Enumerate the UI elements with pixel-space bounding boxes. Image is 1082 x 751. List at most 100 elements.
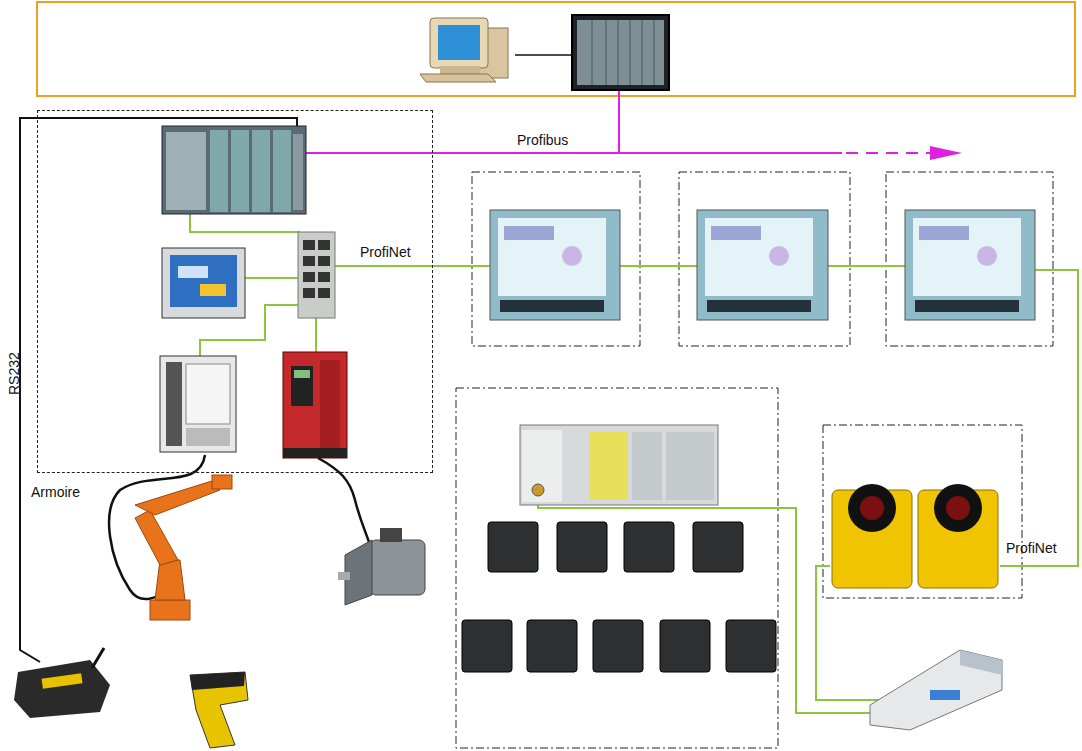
plc-rack bbox=[572, 15, 669, 90]
computer bbox=[420, 18, 508, 82]
plc bbox=[162, 126, 306, 214]
robot-controller bbox=[186, 364, 230, 424]
rfid-reader bbox=[488, 522, 538, 572]
operator-panel bbox=[200, 284, 226, 296]
rs232-wire bbox=[20, 118, 297, 662]
servo-drive bbox=[283, 352, 347, 458]
profibus-wire bbox=[618, 90, 620, 153]
rfid-reader bbox=[726, 620, 776, 672]
servo-drive bbox=[294, 370, 310, 378]
vision-camera bbox=[832, 490, 912, 588]
plc bbox=[273, 130, 291, 212]
valve-terminal bbox=[870, 650, 1002, 730]
industrial-robot bbox=[212, 475, 232, 489]
cable bbox=[109, 455, 205, 599]
robot-controller bbox=[160, 356, 236, 452]
device-enclosure bbox=[472, 172, 640, 346]
plc bbox=[162, 126, 306, 214]
network-switch bbox=[303, 256, 315, 266]
network-switch bbox=[318, 256, 330, 266]
rfid-reader bbox=[557, 522, 607, 572]
cable bbox=[318, 458, 370, 545]
industrial-robot bbox=[135, 475, 232, 620]
profinet-wire bbox=[315, 318, 317, 352]
touch-panel bbox=[697, 210, 828, 320]
touch-panel bbox=[500, 300, 604, 312]
touch-panel bbox=[919, 226, 969, 240]
io-module bbox=[632, 432, 662, 500]
network-switch bbox=[298, 232, 335, 318]
bus-label: Profibus bbox=[517, 132, 568, 148]
supervision-band bbox=[37, 2, 1075, 96]
profinet-wire bbox=[190, 214, 300, 232]
robot-controller bbox=[160, 356, 236, 452]
link-label: RS232 bbox=[6, 352, 22, 395]
touch-panel bbox=[498, 218, 606, 296]
device-enclosure bbox=[823, 425, 1022, 598]
rfid-reader bbox=[693, 522, 743, 572]
rfid-reader bbox=[624, 522, 674, 572]
touch-panel bbox=[707, 300, 811, 312]
plc-rack bbox=[592, 20, 654, 85]
profinet-wire bbox=[828, 265, 905, 267]
vision-camera bbox=[934, 484, 982, 532]
supervision-band bbox=[37, 2, 1075, 96]
touch-panel bbox=[504, 226, 554, 240]
touch-panel bbox=[490, 210, 620, 320]
servo-motor bbox=[370, 540, 425, 595]
io-module bbox=[666, 432, 714, 500]
servo-motor bbox=[380, 528, 402, 542]
servo-drive bbox=[283, 448, 347, 458]
io-module bbox=[532, 484, 544, 496]
device-enclosure bbox=[456, 388, 778, 748]
servo-drive bbox=[291, 366, 313, 406]
operator-panel bbox=[178, 266, 208, 278]
rfid-reader bbox=[593, 620, 643, 672]
touch-panel bbox=[769, 246, 789, 266]
handheld-scanner bbox=[190, 672, 248, 748]
cabinet-enclosure: Armoire bbox=[37, 110, 433, 473]
industrial-robot bbox=[155, 560, 185, 600]
touch-panel bbox=[711, 226, 761, 240]
plc-rack bbox=[577, 20, 664, 85]
operator-panel bbox=[162, 248, 245, 318]
profinet-wire bbox=[190, 214, 1078, 713]
vision-camera bbox=[918, 490, 998, 588]
ethernet-wire bbox=[515, 54, 572, 56]
network-switch bbox=[318, 240, 330, 250]
profinet-wire bbox=[538, 490, 880, 713]
rs232-wire bbox=[20, 118, 297, 662]
io-module bbox=[590, 432, 628, 500]
operator-panel bbox=[162, 248, 245, 318]
io-module bbox=[520, 425, 718, 505]
profinet-wire bbox=[620, 265, 697, 267]
touch-panel bbox=[905, 210, 1035, 320]
plc bbox=[231, 130, 249, 212]
computer bbox=[440, 66, 480, 74]
robot-controller bbox=[186, 428, 230, 446]
profibus-wire bbox=[930, 146, 962, 160]
network-switch bbox=[303, 272, 315, 282]
industrial-robot bbox=[150, 600, 190, 620]
operator-panel bbox=[170, 255, 237, 307]
scanner-cradle bbox=[41, 673, 82, 688]
plc bbox=[252, 130, 270, 212]
device-enclosure bbox=[456, 172, 1053, 748]
vision-camera bbox=[848, 484, 896, 532]
plc-rack bbox=[642, 20, 643, 85]
network-switch bbox=[318, 272, 330, 282]
plc-rack bbox=[592, 20, 593, 85]
touch-panel bbox=[697, 210, 828, 320]
valve-terminal bbox=[930, 690, 960, 700]
ethernet-wire bbox=[515, 54, 572, 56]
scanner-cradle bbox=[14, 660, 110, 718]
profinet-wire bbox=[245, 277, 300, 279]
computer bbox=[420, 74, 496, 82]
network-switch bbox=[298, 232, 335, 318]
device-enclosure bbox=[679, 172, 850, 346]
plc bbox=[293, 134, 303, 210]
vision-camera bbox=[832, 484, 998, 588]
scanner-cradle bbox=[92, 648, 104, 668]
handheld-scanner bbox=[190, 672, 248, 748]
